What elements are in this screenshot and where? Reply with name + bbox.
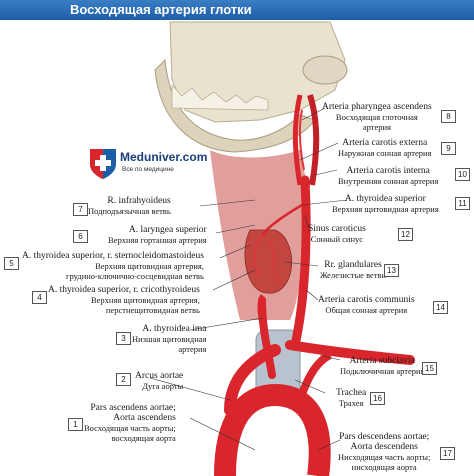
aortic-branch (296, 351, 332, 402)
label-latin: Arteria carotis interna (346, 166, 430, 176)
label-latin: Arteria carotis communis (318, 295, 415, 305)
label-latin: A. thyroidea ima (142, 324, 207, 334)
internal-carotid (307, 94, 320, 186)
label-russian: Железистые ветви (320, 270, 387, 280)
label-latin: A. thyroidea superior, r. cricothyroideu… (48, 285, 200, 295)
label-latin: Arteria pharyngea ascendens (322, 102, 432, 112)
label-russian: Трахея (338, 398, 364, 408)
number-badge-15: 15 (422, 362, 437, 375)
label-latin: Arteria subclavia (349, 356, 415, 366)
number-badge-1: 1 (68, 418, 83, 431)
label-1: Pars ascendens aortae; Aorta ascendens В… (84, 403, 176, 443)
label-russian-2: грудино-ключично-сосцевидная ветвь (66, 271, 204, 281)
label-russian: Нисходящая часть аорты; (338, 452, 431, 462)
label-russian: Низшая щитовидная (132, 334, 207, 344)
label-latin: Sinus caroticus (308, 224, 366, 234)
label-russian-2: нисходящая аорта (351, 462, 417, 472)
label-16: Trachea Трахея (336, 388, 366, 408)
number-badge-10: 10 (455, 168, 470, 181)
number-badge-11: 11 (455, 197, 470, 210)
number-badge-2: 2 (116, 373, 131, 386)
label-russian: Восходящая глоточная (335, 112, 418, 122)
label-russian-2: артерия (178, 344, 207, 354)
label-latin: A. thyroidea superior (344, 194, 426, 204)
teeth (171, 83, 269, 111)
label-3: A. thyroidea ima Низшая щитовидная артер… (132, 324, 206, 354)
number-badge-4: 4 (32, 291, 47, 304)
label-2: Arcus aortae Дуга аорты (135, 371, 183, 391)
title-bar: Восходящая артерия глотки (0, 0, 474, 20)
aortic-arch (214, 383, 331, 476)
vertebra-top (302, 55, 348, 85)
leader-lines (149, 107, 348, 451)
label-latin: R. infrahyoideus (107, 196, 171, 206)
number-badge-9: 9 (441, 142, 456, 155)
subclavian (285, 340, 415, 365)
label-5: A. thyroidea superior, r. sternocleidoma… (22, 251, 204, 281)
brachiocephalic (224, 344, 281, 416)
pharyngeal-artery (298, 109, 305, 171)
label-6: A. laryngea superior Верхняя гортанная а… (108, 225, 207, 245)
number-badge-16: 16 (370, 392, 385, 405)
label-12: Sinus caroticus Сонный синус (308, 224, 366, 244)
label-latin: A. laryngea superior (128, 225, 207, 235)
label-russian-2: артерия (362, 122, 391, 132)
label-4: A. thyroidea superior, r. cricothyroideu… (48, 285, 200, 315)
label-russian: Сонный синус (310, 234, 364, 244)
external-carotid (292, 94, 303, 186)
sup-thyroid (261, 203, 303, 236)
label-9: Arteria carotis externa Наружная сонная … (338, 138, 431, 158)
label-13: Rr. glandulares Железистые ветви (320, 260, 386, 280)
number-badge-14: 14 (433, 301, 448, 314)
label-latin: Trachea (336, 388, 367, 398)
number-badge-6: 6 (73, 230, 88, 243)
number-badge-3: 3 (116, 332, 131, 345)
label-russian: Верхняя щитовидная артерия (332, 204, 439, 214)
thyroid-gland (244, 229, 292, 294)
label-russian: Восходящая часть аорты; (84, 423, 176, 433)
label-17: Pars descendens aortae; Aorta descendens… (338, 432, 430, 472)
label-latin: Pars ascendens aortae; (90, 403, 176, 413)
number-badge-17: 17 (440, 447, 455, 460)
label-15: Arteria subclavia Подключичная артерия (340, 356, 424, 376)
number-badge-7: 7 (73, 203, 88, 216)
label-russian-2: перстнещитовидная ветвь (105, 305, 200, 315)
meduniver-logo: Meduniver.com Все по медицине (88, 146, 210, 180)
common-carotid (290, 175, 311, 350)
logo-name: Meduniver.com (120, 150, 208, 164)
label-russian: Дуга аорты (142, 381, 184, 391)
label-latin: Arteria carotis externa (342, 138, 428, 148)
shield-icon (90, 149, 116, 179)
number-badge-8: 8 (441, 110, 456, 123)
label-11: A. thyroidea superior Верхняя щитовидная… (332, 194, 439, 214)
label-8: Arteria pharyngea ascendens Восходящая г… (322, 102, 432, 132)
label-russian: Подподъязычная ветвь (88, 206, 171, 216)
label-14: Arteria carotis communis Общая сонная ар… (318, 295, 415, 315)
label-russian: Общая сонная артерия (325, 305, 408, 315)
label-latin-2: Aorta descendens (350, 442, 418, 452)
number-badge-12: 12 (398, 228, 413, 241)
label-7: R. infrahyoideus Подподъязычная ветвь (88, 196, 171, 216)
label-10: Arteria carotis interna Внутренняя сонна… (338, 166, 438, 186)
number-badge-13: 13 (384, 264, 399, 277)
label-latin-2: Aorta ascendens (113, 413, 176, 423)
label-russian: Верхняя гортанная артерия (108, 235, 207, 245)
label-latin: Arcus aortae (135, 371, 184, 381)
label-latin: Rr. glandulares (324, 260, 382, 270)
thyroid-branches (254, 234, 281, 286)
label-russian: Верхняя щитовидная артерия, (90, 295, 200, 305)
label-russian: Верхняя щитовидная артерия, (95, 261, 204, 271)
label-latin: Pars descendens aortae; (339, 432, 430, 442)
page-title: Восходящая артерия глотки (70, 2, 252, 17)
label-russian-2: восходящая аорта (111, 433, 176, 443)
ima-artery (257, 294, 264, 331)
logo-tagline: Все по медицине (122, 166, 174, 173)
label-latin: A. thyroidea superior, r. sternocleidoma… (22, 251, 204, 261)
label-russian: Подключичная артерия (340, 366, 425, 376)
label-russian: Внутренняя сонная артерия (338, 176, 439, 186)
left-common-carotid (258, 296, 276, 379)
number-badge-5: 5 (4, 257, 19, 270)
label-russian: Наружная сонная артерия (338, 148, 432, 158)
